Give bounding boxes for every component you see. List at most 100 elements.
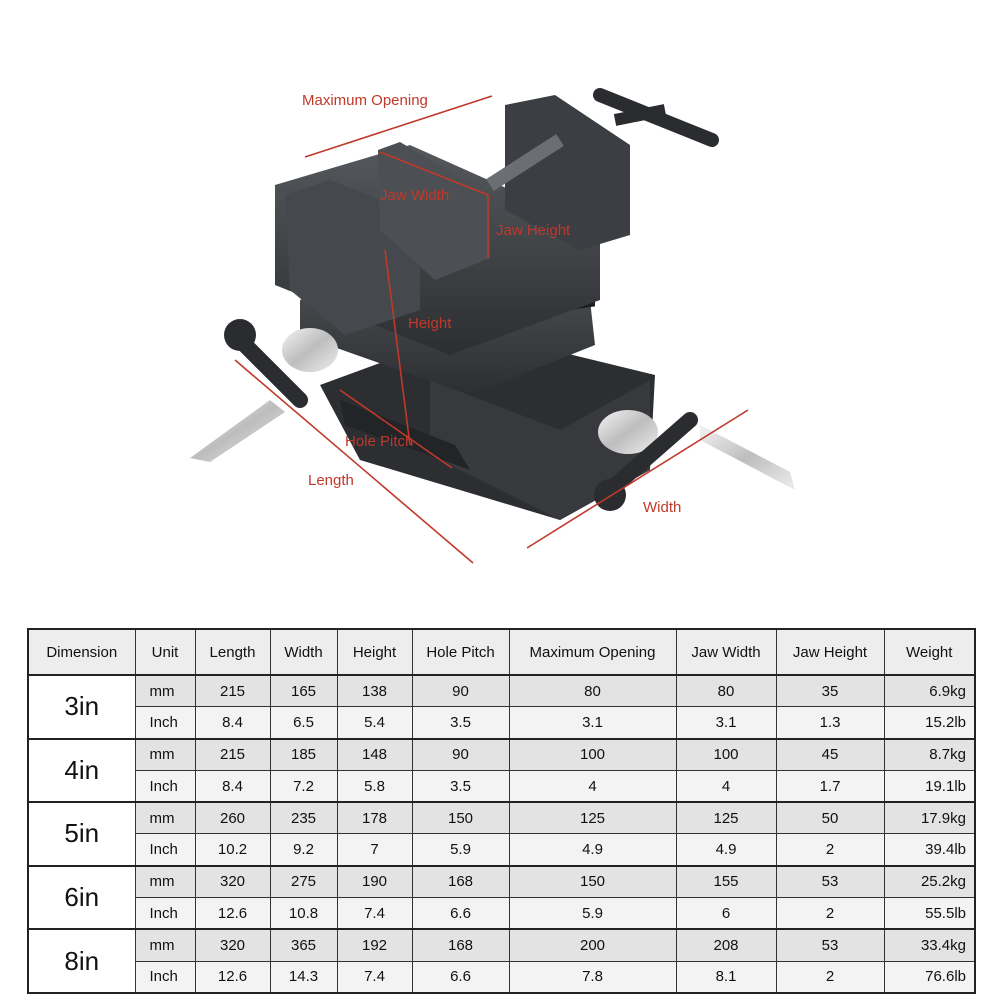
width-cell: 275: [269, 864, 338, 899]
jaw-width-cell: 125: [675, 801, 777, 835]
weight-cell: 8.7kg: [883, 737, 976, 771]
size-cell: 4in: [27, 737, 136, 803]
hole-pitch-cell: 90: [411, 737, 510, 771]
jaw-height-cell: 2: [775, 833, 885, 867]
label-width: Width: [643, 499, 681, 516]
length-cell: 320: [194, 928, 271, 962]
label-hole-pitch: Hole Pitch: [345, 433, 413, 450]
max-opening-cell: 200: [508, 928, 677, 962]
hole-pitch-cell: 168: [411, 864, 510, 899]
width-cell: 14.3: [269, 960, 338, 994]
max-opening-cell: 100: [508, 737, 677, 771]
width-cell: 365: [269, 928, 338, 962]
length-cell: 12.6: [194, 960, 271, 994]
hole-pitch-cell: 6.6: [411, 960, 510, 994]
hole-pitch-cell: 3.5: [411, 769, 510, 803]
jaw-height-cell: 2: [775, 897, 885, 930]
label-length: Length: [308, 472, 354, 489]
column-header-height: Height: [336, 628, 413, 676]
size-cell: 5in: [27, 801, 136, 867]
jaw-width-cell: 8.1: [675, 960, 777, 994]
jaw-width-cell: 155: [675, 864, 777, 899]
weight-cell: 76.6lb: [883, 960, 976, 994]
column-header-jaw-width: Jaw Width: [675, 628, 777, 676]
unit-cell: Inch: [134, 769, 196, 803]
left-chrome-handle: [190, 400, 285, 462]
length-cell: 320: [194, 864, 271, 899]
width-cell: 165: [269, 674, 338, 708]
max-opening-cell: 80: [508, 674, 677, 708]
jaw-width-cell: 6: [675, 897, 777, 930]
max-opening-cell: 4.9: [508, 833, 677, 867]
unit-cell: mm: [134, 801, 196, 835]
weight-cell: 39.4lb: [883, 833, 976, 867]
length-cell: 12.6: [194, 897, 271, 930]
jaw-height-cell: 45: [775, 737, 885, 771]
weight-cell: 25.2kg: [883, 864, 976, 899]
length-cell: 260: [194, 801, 271, 835]
hole-pitch-arrow: [339, 389, 453, 469]
height-cell: 178: [336, 801, 413, 835]
jaw-width-cell: 80: [675, 674, 777, 708]
length-cell: 10.2: [194, 833, 271, 867]
hole-pitch-cell: 5.9: [411, 833, 510, 867]
hole-pitch-cell: 168: [411, 928, 510, 962]
max-opening-cell: 5.9: [508, 897, 677, 930]
weight-cell: 15.2lb: [883, 706, 976, 740]
jaw-width-arrow: [379, 151, 489, 196]
lead-screw: [486, 134, 564, 191]
vise-base-front: [430, 380, 650, 520]
right-chrome-handle: [700, 425, 795, 490]
top-t-handle: [593, 88, 719, 147]
jaw-height-cell: 50: [775, 801, 885, 835]
weight-cell: 55.5lb: [883, 897, 976, 930]
jaw-height-cell: 2: [775, 960, 885, 994]
width-cell: 6.5: [269, 706, 338, 740]
height-cell: 192: [336, 928, 413, 962]
dimension-arrows: [234, 95, 749, 564]
jaw-height-cell: 53: [775, 928, 885, 962]
size-cell: 8in: [27, 928, 136, 994]
weight-cell: 19.1lb: [883, 769, 976, 803]
height-cell: 148: [336, 737, 413, 771]
height-cell: 7.4: [336, 897, 413, 930]
unit-cell: Inch: [134, 706, 196, 740]
length-cell: 8.4: [194, 706, 271, 740]
height-cell: 138: [336, 674, 413, 708]
jaw-width-cell: 3.1: [675, 706, 777, 740]
column-header-dimension: Dimension: [27, 628, 136, 676]
column-header-unit: Unit: [134, 628, 196, 676]
vise-illustration: [190, 88, 795, 520]
width-cell: 7.2: [269, 769, 338, 803]
left-dial: [282, 328, 338, 372]
height-arrow: [384, 249, 411, 446]
jaw-height-cell: 35: [775, 674, 885, 708]
cross-slide-vise-diagram: Maximum Opening Jaw Width Jaw Height Hei…: [190, 88, 795, 564]
width-cell: 235: [269, 801, 338, 835]
max-opening-cell: 7.8: [508, 960, 677, 994]
width-arrow: [526, 409, 749, 549]
left-crank-arm: [232, 332, 308, 408]
width-cell: 185: [269, 737, 338, 771]
unit-cell: mm: [134, 674, 196, 708]
movable-jaw: [378, 142, 490, 280]
height-cell: 190: [336, 864, 413, 899]
size-cell: 6in: [27, 864, 136, 930]
unit-cell: mm: [134, 737, 196, 771]
rear-jaw: [505, 95, 630, 250]
unit-cell: Inch: [134, 960, 196, 994]
height-cell: 5.8: [336, 769, 413, 803]
right-crank-knob: [594, 479, 626, 511]
jaw-height-cell: 1.3: [775, 706, 885, 740]
column-header-jaw-height: Jaw Height: [775, 628, 885, 676]
right-crank-arm: [602, 412, 698, 498]
height-cell: 5.4: [336, 706, 413, 740]
label-height: Height: [408, 315, 452, 332]
